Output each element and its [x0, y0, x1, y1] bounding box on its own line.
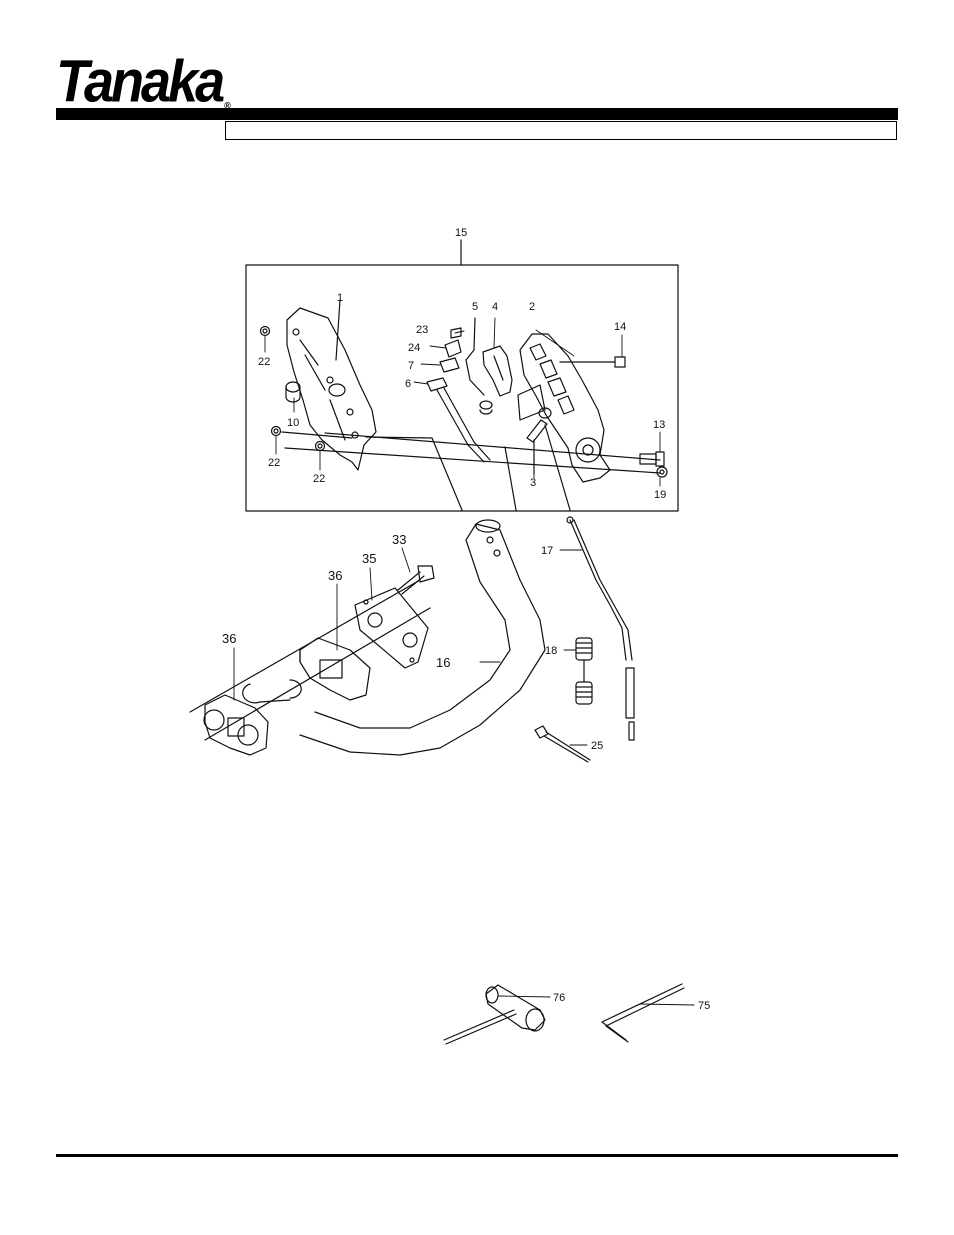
- callout-22-a: 22: [258, 356, 270, 368]
- callout-23: 23: [416, 324, 428, 336]
- callout-76: 76: [553, 992, 565, 1004]
- callout-3: 3: [530, 477, 536, 489]
- callout-36-upper: 36: [328, 568, 342, 583]
- callout-4: 4: [492, 301, 498, 313]
- part-clamp-upper: [300, 638, 370, 700]
- callout-2: 2: [529, 301, 535, 313]
- part-cushions: [576, 638, 592, 704]
- callout-7: 7: [408, 360, 414, 372]
- callout-22-c: 22: [313, 473, 325, 485]
- callout-17: 17: [541, 545, 553, 557]
- callout-18: 18: [545, 645, 557, 657]
- callout-36-lower: 36: [222, 631, 236, 646]
- callout-5: 5: [472, 301, 478, 313]
- callout-24: 24: [408, 342, 420, 354]
- callout-19: 19: [654, 489, 666, 501]
- footer-rule: [56, 1154, 898, 1157]
- part-clamp-lower: [204, 695, 268, 755]
- part-trigger: [483, 346, 512, 396]
- callout-14: 14: [614, 321, 626, 333]
- part-spring: [466, 318, 492, 414]
- part-cable-tie: [535, 726, 590, 762]
- callout-75: 75: [698, 1000, 710, 1012]
- leader-lines: [234, 318, 694, 1005]
- part-hex-key: [602, 984, 684, 1042]
- part-plate: [355, 588, 428, 668]
- part-spacer: [286, 382, 345, 402]
- callout-6: 6: [405, 378, 411, 390]
- callout-10: 10: [287, 417, 299, 429]
- part-plug-wrench: [444, 985, 545, 1044]
- callout-22-b: 22: [268, 457, 280, 469]
- part-lever: [527, 420, 547, 442]
- callout-35: 35: [362, 551, 376, 566]
- kit-box: [246, 265, 678, 511]
- part-main-pipe: [190, 580, 430, 740]
- callout-16: 16: [436, 655, 450, 670]
- callout-25: 25: [591, 740, 603, 752]
- callout-15: 15: [455, 227, 467, 239]
- part-handle-right: [518, 334, 610, 482]
- callout-1: 1: [337, 292, 343, 304]
- callout-33: 33: [392, 532, 406, 547]
- callout-labels: 15 1 5 4 2 23 24 7 6 14 22 10 22 22 13 3…: [222, 227, 710, 1012]
- callout-13: 13: [653, 419, 665, 431]
